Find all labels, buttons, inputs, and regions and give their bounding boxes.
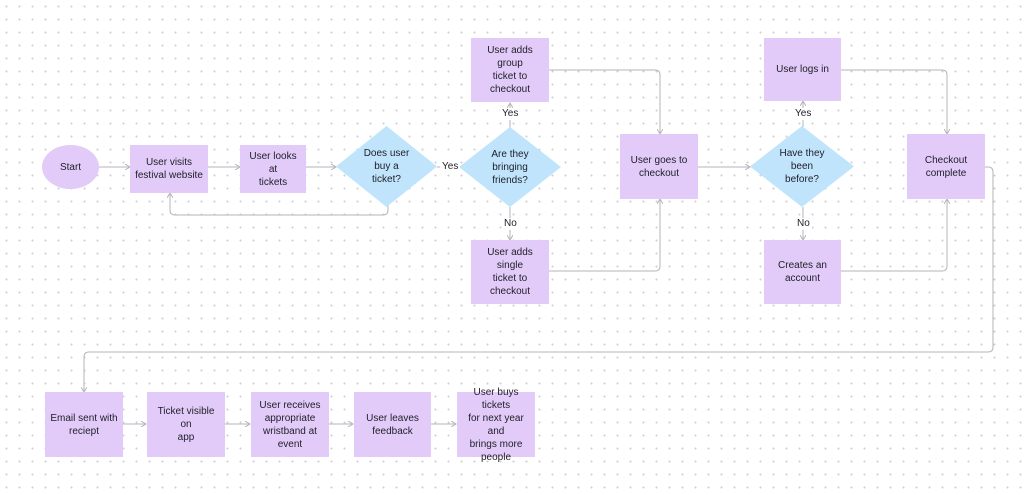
connector-buy-no-back [170,193,389,216]
user-logs-in-node: User logs in [764,38,841,101]
friends-no-label: No [502,218,519,230]
feedback-node: User leaves feedback [354,392,431,457]
been-before-decision: Have they been before? [750,126,854,207]
connector-login-complete [841,69,947,134]
checkout-complete-node: Checkout complete [907,134,985,199]
create-account-node: Creates an account [764,240,841,304]
before-yes-label: Yes [793,108,814,120]
email-receipt-node: Email sent with reciept [45,392,123,457]
visit-website-node: User visits festival website [130,145,208,193]
connector-complete-email [84,166,994,392]
buy-ticket-decision: Does user buy a ticket? [336,126,437,207]
connector-group-checkout [549,69,660,134]
ticket-app-node: Ticket visible on app [147,392,225,457]
connector-single-checkout [549,199,660,272]
bringing-friends-decision: Are they bringing friends? [459,127,561,207]
buy-yes-label: Yes [440,161,461,173]
connector-account-complete [841,199,947,272]
friends-yes-label: Yes [500,108,521,120]
group-ticket-node: User adds group ticket to checkout [471,38,549,102]
before-no-label: No [795,218,812,230]
wristband-node: User receives appropriate wristband at e… [251,392,329,457]
single-ticket-node: User adds single ticket to checkout [471,240,549,304]
start-node: Start [42,145,99,189]
goes-to-checkout-node: User goes to checkout [620,134,698,199]
next-year-node: User buys tickets for next year and brin… [457,387,535,463]
look-tickets-node: User looks at tickets [240,145,306,193]
